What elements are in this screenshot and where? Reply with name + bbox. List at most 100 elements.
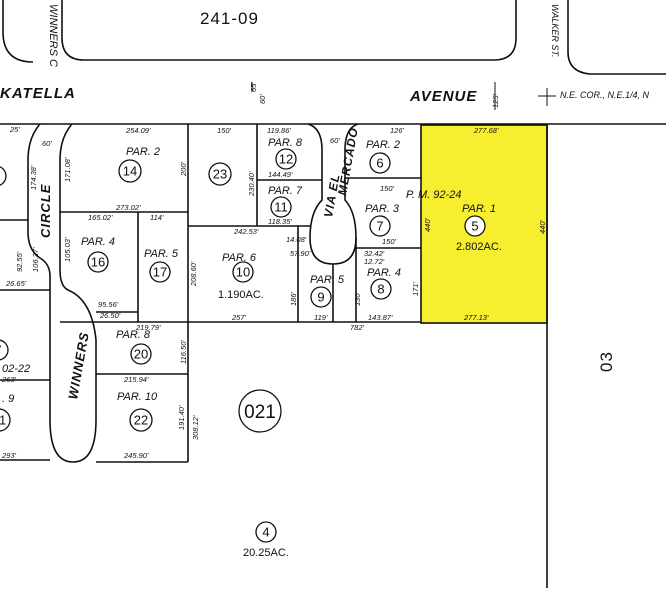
parcel-circle-pl0[interactable]	[0, 166, 7, 186]
street-label-walker: WALKER ST.	[550, 4, 560, 58]
dim-d10: 144.49'	[268, 170, 293, 179]
dim-d28: 116.50'	[179, 340, 188, 364]
parcel-number-p10: 10	[236, 265, 250, 280]
parcel-number-pl21: 21	[0, 413, 6, 428]
dim-d26: 119'	[314, 313, 328, 322]
parcel-circle-p12[interactable]	[275, 148, 297, 170]
dim-d6: 150'	[217, 126, 232, 135]
width-60a: 60'	[258, 94, 267, 104]
dim-d22: 257'	[231, 313, 247, 322]
parcel-circle-p17[interactable]	[149, 261, 171, 283]
parcel-label-p22: PAR. 10	[117, 391, 158, 403]
parcel-label-p11: PAR. 7	[268, 185, 303, 197]
parcel-label-p14: PAR. 2	[126, 146, 160, 158]
parcel-circle-p14[interactable]	[118, 159, 142, 183]
winners-circle-street	[27, 123, 97, 463]
dim-d20: 242.53'	[233, 227, 259, 236]
parcel-circle-p20[interactable]	[130, 343, 152, 365]
corner-note: N.E. COR., N.E.1/4, N	[560, 90, 650, 100]
street-label-winners: WINNERS	[65, 331, 92, 401]
parcel-circle-p10[interactable]	[232, 261, 254, 283]
book-number: 241-09	[200, 9, 259, 28]
parcel-circle-p11[interactable]	[270, 196, 292, 218]
parcel-circle-p9[interactable]	[310, 286, 332, 308]
parcel-circle-p7[interactable]	[369, 215, 391, 237]
dim-d13: 277.68'	[473, 126, 499, 135]
parcel-circle-p16[interactable]	[87, 251, 109, 273]
parcel-number-p5: 5	[471, 219, 478, 234]
parcel-number-p14: 14	[123, 164, 137, 179]
parcel-circle-p22[interactable]	[129, 408, 153, 432]
parcel-label-p20: PAR. 8	[116, 329, 151, 341]
dim-d43: 57.90'	[290, 249, 311, 258]
dim-d38: 12.72'	[364, 257, 385, 266]
adjacent-block-boundary	[2, 0, 666, 75]
parcel-circle-p5[interactable]	[464, 215, 486, 237]
dim-d31: 308.12'	[191, 415, 200, 440]
dim-d36: 293'	[1, 451, 17, 460]
dim-d2: 174.38'	[29, 165, 38, 190]
dimension-labels: 25' 174.38' 171.08' 254.09' 273.02' 150'…	[1, 125, 547, 460]
parcel-label-p12: PAR. 8	[268, 137, 303, 149]
parcel-circle-p23[interactable]	[208, 162, 232, 186]
parcel-circle-pl21[interactable]	[0, 408, 11, 432]
dim-d40: 186'	[289, 291, 298, 306]
dim-d16: 150'	[380, 184, 395, 193]
dim-d42: 14.08'	[286, 235, 307, 244]
parcel-number-p7: 7	[376, 219, 383, 234]
parcel-number-p16: 16	[91, 255, 105, 270]
dim-d3: 171.08'	[63, 157, 72, 182]
parcel-area-p4: 20.25AC.	[243, 547, 289, 559]
parcel-number-p11: 11	[274, 200, 288, 215]
dim-d44: 106.37'	[31, 247, 40, 272]
dim-d12: 126'	[390, 126, 405, 135]
dim-d17: 150'	[382, 237, 397, 246]
parcel-label-p16: PAR. 4	[81, 236, 115, 248]
parcel-number-p12: 12	[279, 152, 293, 167]
parcel-circle-p6[interactable]	[369, 152, 391, 174]
dim-d1: 25'	[9, 125, 20, 134]
parcel-number-pl7: 7	[0, 343, 2, 358]
parcel-circle-pl7[interactable]	[0, 339, 9, 361]
parcel-label-p9: PAR. 5	[310, 274, 345, 286]
dim-d25: 277.13'	[463, 313, 489, 322]
dim-d4: 254.09'	[125, 126, 151, 135]
dim-d7: 200'	[179, 161, 188, 177]
parcel-number-p22: 22	[134, 413, 148, 428]
parcel-number-p9: 9	[317, 290, 324, 305]
dim-d5: 273.02'	[115, 203, 141, 212]
dim-d14: 440'	[423, 217, 432, 232]
street-label-winners-top: WINNERS C	[47, 4, 59, 67]
width-60b: 60'	[42, 139, 52, 148]
dim-d19: 114'	[150, 213, 164, 222]
parcel-circle-p4[interactable]	[255, 521, 277, 543]
parcel-label-p7: PAR. 3	[365, 203, 400, 215]
parcel-number-p8: 8	[377, 282, 384, 297]
left-label-2: 263'	[1, 375, 17, 384]
parcel-number-p23: 23	[213, 167, 227, 182]
parcel-label-p5: PAR. 1	[462, 203, 496, 215]
parcel-circle-p8[interactable]	[370, 278, 392, 300]
dim-d27: 219.79'	[135, 323, 161, 332]
street-label-avenue: AVENUE	[409, 88, 477, 105]
parcel-number-p4: 4	[262, 525, 269, 540]
dim-d30: 245.90'	[123, 451, 149, 460]
dim-d8: 230.40'	[247, 171, 256, 197]
dim-d33: 95.56'	[98, 300, 119, 309]
dim-d23: 782'	[350, 323, 365, 332]
dim-d21: 208.60'	[189, 261, 198, 287]
dim-d9: 119.86'	[267, 126, 291, 135]
dim-d11: 118.35'	[268, 217, 292, 226]
dim-d29: 215.94'	[123, 375, 149, 384]
parcel-lines	[0, 124, 421, 463]
dim-d18: 165.02'	[88, 213, 113, 222]
left-label-1: 02-22	[2, 363, 30, 375]
street-label-circle: CIRCLE	[38, 184, 53, 238]
dim-d24: 143.87'	[368, 313, 393, 322]
parcel-map-reference: P. M. 92-24	[406, 189, 461, 201]
dim-d45: 92.55'	[15, 251, 24, 272]
parcel-label-p10: PAR. 6	[222, 252, 257, 264]
